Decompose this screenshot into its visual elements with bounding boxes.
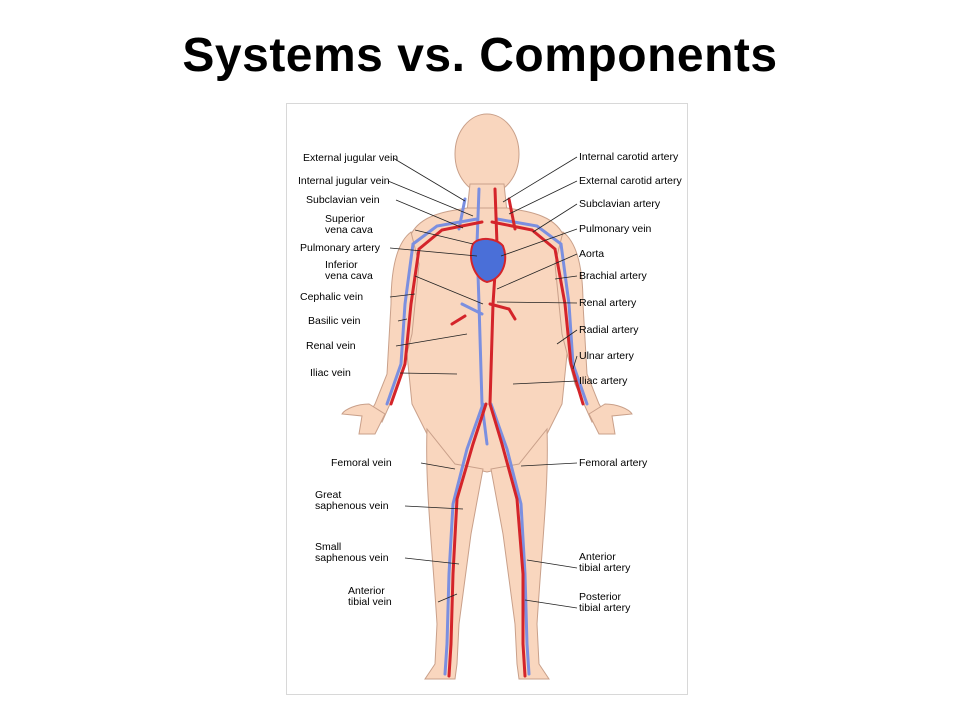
label-left-5-text: Inferior (325, 259, 358, 271)
label-left-9-text: Iliac vein (310, 367, 351, 379)
leader-left-13 (437, 593, 458, 603)
leader-left-8 (395, 333, 468, 347)
label-left-1: Internal jugular vein (298, 175, 390, 187)
label-left-1-text: Internal jugular vein (298, 175, 390, 187)
label-left-13-text: Anterior (348, 585, 385, 597)
label-right-11-text: tibial artery (579, 562, 631, 574)
label-right-3-text: Pulmonary vein (579, 223, 652, 235)
label-left-2-text: Subclavian vein (306, 194, 380, 206)
label-right-12-text: Posterior (579, 591, 622, 603)
leader-left-9 (399, 372, 458, 375)
label-left-4-text: Pulmonary artery (300, 242, 381, 254)
label-left-11-text: Great (315, 489, 341, 501)
label-right-7: Radial artery (579, 324, 639, 336)
label-left-5-text: vena cava (325, 270, 373, 282)
label-right-7-text: Radial artery (579, 324, 639, 336)
label-right-11-text: Anterior (579, 551, 616, 563)
leader-right-4 (496, 253, 578, 290)
label-right-1-text: External carotid artery (579, 175, 682, 187)
label-left-8-text: Renal vein (306, 340, 356, 352)
label-right-2: Subclavian artery (579, 198, 661, 210)
heart (469, 238, 507, 284)
label-right-6-text: Renal artery (579, 297, 637, 309)
leader-right-9 (512, 380, 578, 385)
label-right-1: External carotid artery (579, 175, 682, 187)
label-right-5: Brachial artery (579, 270, 647, 282)
label-left-0-text: External jugular vein (303, 152, 398, 164)
label-left-12-text: saphenous vein (315, 552, 389, 564)
label-right-10: Femoral artery (579, 457, 648, 469)
label-right-8-text: Ulnar artery (579, 350, 635, 362)
leader-right-0 (502, 156, 578, 203)
label-left-12-text: Small (315, 541, 341, 553)
label-left-3-text: Superior (325, 213, 365, 225)
label-left-3-text: vena cava (325, 224, 373, 236)
label-left-2: Subclavian vein (306, 194, 380, 206)
leader-left-4 (389, 247, 478, 257)
leader-left-1 (387, 180, 474, 217)
label-left-7: Basilic vein (308, 315, 361, 327)
slide-title: Systems vs. Components (182, 29, 778, 82)
leader-left-10 (420, 462, 456, 470)
veins (385, 187, 589, 676)
label-right-0-text: Internal carotid artery (579, 151, 679, 163)
leader-left-5 (414, 275, 484, 305)
label-left-13-text: tibial vein (348, 596, 392, 608)
leader-left-6 (389, 293, 416, 298)
label-right-3: Pulmonary vein (579, 223, 652, 235)
leader-right-7 (556, 329, 578, 345)
label-left-6: Cephalic vein (300, 291, 363, 303)
leader-right-12 (524, 599, 578, 609)
leader-left-2 (395, 199, 464, 229)
label-left-0: External jugular vein (303, 152, 398, 164)
label-left-10: Femoral vein (331, 457, 392, 469)
leader-left-7 (397, 318, 408, 322)
leader-right-8 (572, 355, 578, 370)
leader-right-2 (532, 203, 578, 233)
label-right-10-text: Femoral artery (579, 457, 648, 469)
leader-right-6 (496, 301, 578, 304)
label-right-6: Renal artery (579, 297, 637, 309)
leader-right-3 (500, 228, 578, 257)
leader-left-11 (404, 505, 464, 510)
label-right-0: Internal carotid artery (579, 151, 679, 163)
leader-left-0 (392, 157, 466, 202)
leader-right-1 (508, 180, 578, 215)
leader-right-10 (520, 462, 578, 467)
leader-right-5 (554, 275, 578, 280)
label-right-12-text: tibial artery (579, 602, 631, 614)
label-left-7-text: Basilic vein (308, 315, 361, 327)
label-left-8: Renal vein (306, 340, 356, 352)
leader-left-3 (414, 229, 474, 245)
label-right-9-text: Iliac artery (579, 375, 628, 387)
label-right-4: Aorta (579, 248, 604, 260)
label-left-6-text: Cephalic vein (300, 291, 363, 303)
leader-left-12 (404, 557, 460, 565)
label-left-9: Iliac vein (310, 367, 351, 379)
label-right-8: Ulnar artery (579, 350, 635, 362)
label-right-9: Iliac artery (579, 375, 628, 387)
label-left-4: Pulmonary artery (300, 242, 381, 254)
label-left-11-text: saphenous vein (315, 500, 389, 512)
label-right-5-text: Brachial artery (579, 270, 647, 282)
label-right-4-text: Aorta (579, 248, 604, 260)
label-left-10-text: Femoral vein (331, 457, 392, 469)
leader-right-11 (526, 559, 578, 569)
label-right-2-text: Subclavian artery (579, 198, 661, 210)
